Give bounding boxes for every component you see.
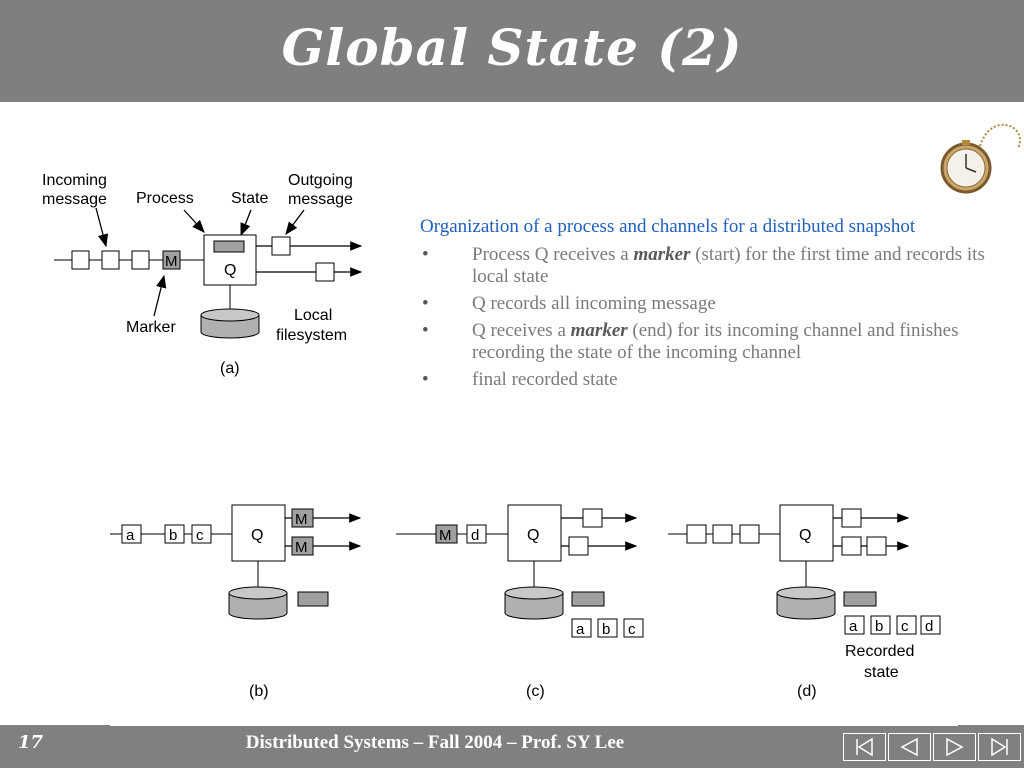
svg-text:c: c <box>901 618 909 635</box>
pocket-watch-icon <box>940 123 1021 194</box>
bullet-item: •Process Q receives a marker (start) for… <box>422 244 985 287</box>
svg-text:M: M <box>295 539 308 556</box>
diagram-a: Incoming message Process State Outgoing … <box>42 172 363 377</box>
first-slide-button[interactable] <box>843 733 886 761</box>
svg-text:b: b <box>602 621 610 638</box>
slide-navigation <box>843 733 1021 761</box>
svg-text:Recorded: Recorded <box>845 643 914 660</box>
marker-label: Marker <box>126 319 176 336</box>
diagram-d: Q a b c d Recorded state (d) <box>668 504 941 700</box>
diagram-b: a b c Q M M (b) <box>110 504 362 700</box>
previous-slide-button[interactable] <box>888 733 931 761</box>
svg-text:a: a <box>849 618 858 635</box>
bullet-item: •Q receives a marker (end) for its incom… <box>422 320 959 363</box>
bullet-list: •Process Q receives a marker (start) for… <box>420 244 990 391</box>
state-label: State <box>231 190 268 207</box>
slide-title: Global State (2) <box>281 18 743 77</box>
footer-text: Distributed Systems – Fall 2004 – Prof. … <box>245 732 625 753</box>
svg-text:Q: Q <box>251 527 263 544</box>
incoming-label-1: Incoming <box>42 172 107 189</box>
svg-text:c: c <box>628 621 636 638</box>
first-icon <box>856 737 873 757</box>
outgoing-label-1: Outgoing <box>288 172 353 189</box>
diagram-c: M d Q a b c (c) <box>396 504 644 700</box>
next-icon <box>946 737 964 757</box>
svg-text:d: d <box>471 527 479 544</box>
caption-c: (c) <box>526 683 545 700</box>
svg-text:a: a <box>126 527 135 544</box>
caption-b: (b) <box>249 683 269 700</box>
svg-text:b: b <box>169 527 177 544</box>
bullet-item: •final recorded state <box>422 369 618 390</box>
footer-divider <box>110 724 958 726</box>
caption-a: (a) <box>220 360 240 377</box>
svg-text:state: state <box>864 664 899 681</box>
title-bar <box>0 0 1024 102</box>
last-slide-button[interactable] <box>978 733 1021 761</box>
text-block: Organization of a process and channels f… <box>420 216 990 396</box>
local-label-2: filesystem <box>276 327 347 344</box>
process-q: Q <box>224 262 236 279</box>
svg-text:Q: Q <box>527 527 539 544</box>
page-number: 17 <box>18 732 44 753</box>
outgoing-label-2: message <box>288 191 353 208</box>
lead-text: Organization of a process and channels f… <box>420 216 916 237</box>
bullet-item: •Q records all incoming message <box>422 293 716 314</box>
svg-text:M: M <box>295 511 308 528</box>
svg-text:c: c <box>196 527 204 544</box>
svg-text:Q: Q <box>799 527 811 544</box>
marker-letter: M <box>165 253 178 270</box>
svg-text:b: b <box>875 618 883 635</box>
last-icon <box>991 737 1008 757</box>
diagrams-bcd: a b c Q M M (b) M d Q a <box>110 504 941 700</box>
local-label-1: Local <box>294 307 332 324</box>
process-label: Process <box>136 190 194 207</box>
svg-text:M: M <box>439 527 452 544</box>
previous-icon <box>900 737 918 757</box>
svg-text:d: d <box>925 618 933 635</box>
caption-d: (d) <box>797 683 817 700</box>
incoming-label-2: message <box>42 191 107 208</box>
svg-text:a: a <box>576 621 585 638</box>
next-slide-button[interactable] <box>933 733 976 761</box>
